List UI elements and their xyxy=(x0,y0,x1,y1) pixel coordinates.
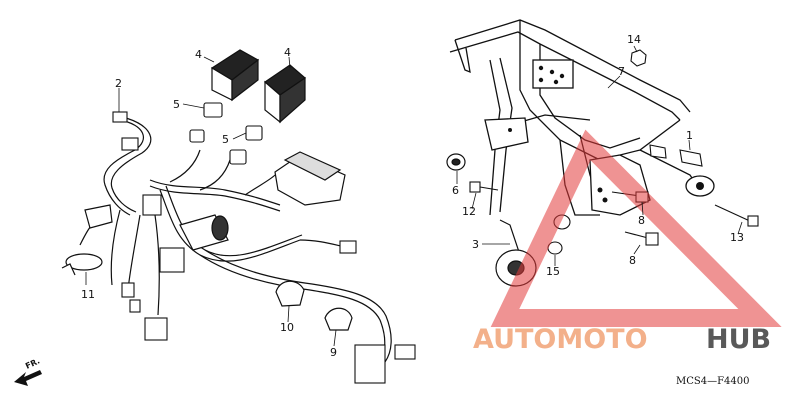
watermark-part1: AUTOMOTO xyxy=(473,324,648,355)
harness-clip-left xyxy=(84,204,113,229)
callout-9: 9 xyxy=(330,346,337,359)
stay-frame-part-7 xyxy=(449,19,715,216)
diagram-code: MCS4—F4400 xyxy=(676,376,750,387)
cylinder-coupler xyxy=(179,214,229,251)
bracket-holes xyxy=(508,65,704,203)
front-direction-arrow xyxy=(14,370,42,386)
bolt-part-12 xyxy=(469,181,499,193)
watermark-part2: HUB xyxy=(706,324,771,355)
rubber-mount-part-6 xyxy=(446,153,466,171)
callout-7: 7 xyxy=(618,65,625,78)
connector-part-5-lower xyxy=(229,125,263,165)
bolt-part-8-lower xyxy=(624,231,659,246)
callout-8-upper: 8 xyxy=(638,214,645,227)
leader-lines xyxy=(85,45,743,347)
callout-4-left: 4 xyxy=(195,48,202,61)
junction-box xyxy=(274,151,346,206)
relay-part-4-right xyxy=(264,64,306,124)
callout-14: 14 xyxy=(627,33,641,46)
harness-connectors xyxy=(112,111,416,384)
callout-5-lower: 5 xyxy=(222,133,229,146)
nut-part-14 xyxy=(630,49,647,67)
wire-band-part-9 xyxy=(324,307,353,331)
connector-part-5-upper xyxy=(189,102,223,143)
callout-1: 1 xyxy=(686,129,693,142)
callout-2: 2 xyxy=(115,77,122,90)
callout-4-right: 4 xyxy=(284,46,291,59)
callout-8-lower: 8 xyxy=(629,254,636,267)
callout-12: 12 xyxy=(462,205,476,218)
bolt-part-13 xyxy=(714,204,759,227)
front-marker-label: FR. xyxy=(24,356,41,370)
relay-part-4-left xyxy=(210,49,260,102)
callout-15: 15 xyxy=(546,265,560,278)
callout-3: 3 xyxy=(472,238,479,251)
collar-part-1 xyxy=(649,144,703,167)
callout-6: 6 xyxy=(452,184,459,197)
callout-5-upper: 5 xyxy=(173,98,180,111)
callout-13: 13 xyxy=(730,231,744,244)
automotohub-logo: AUTOMOTO HUB xyxy=(473,129,782,355)
wire-harness xyxy=(79,117,392,366)
harness-clamp-part-11 xyxy=(61,253,103,276)
wire-band-part-10 xyxy=(275,280,305,307)
callout-10: 10 xyxy=(280,321,294,334)
callout-11: 11 xyxy=(81,288,95,301)
